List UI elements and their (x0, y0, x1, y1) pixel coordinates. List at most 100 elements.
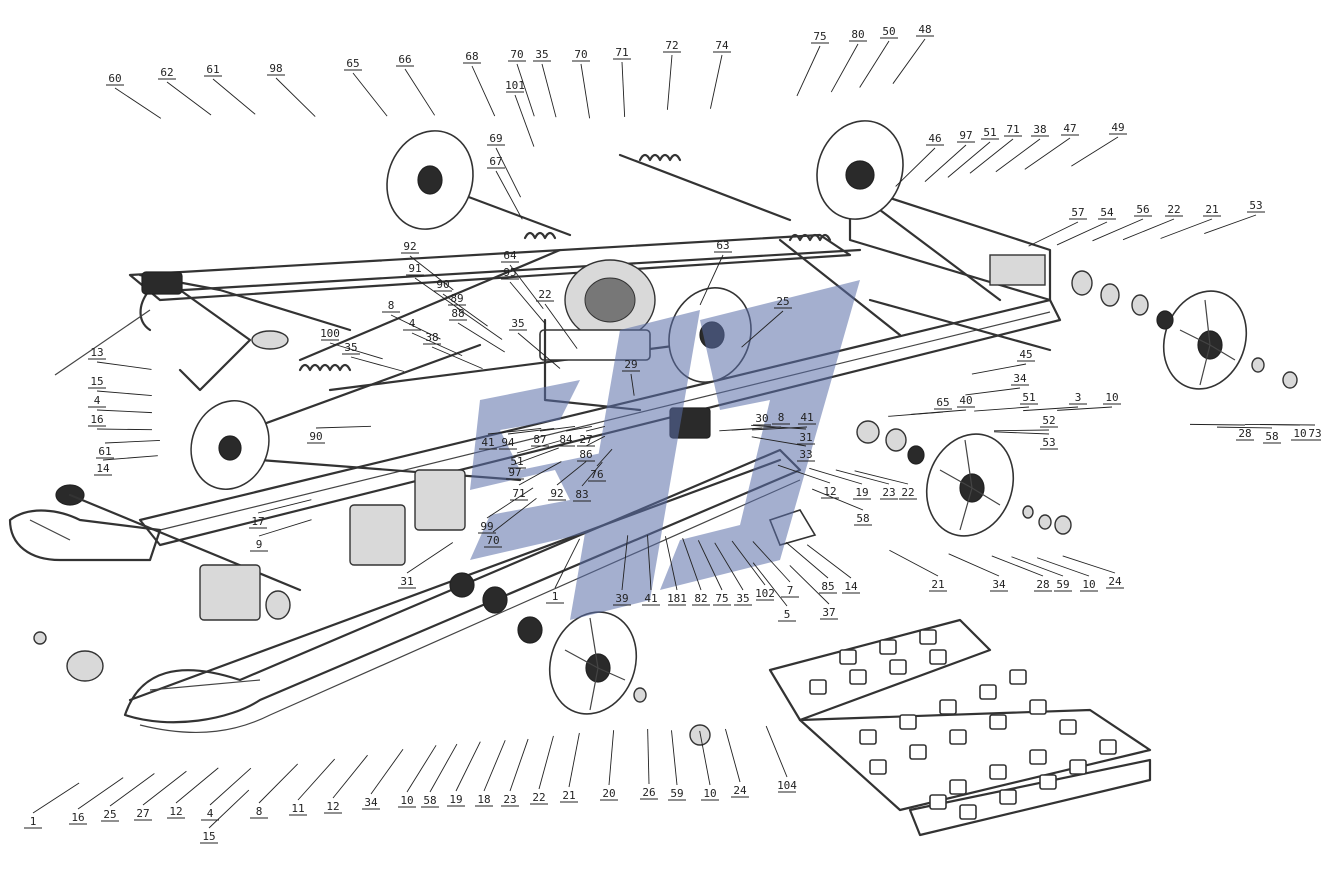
callout-number: 23 (503, 793, 516, 806)
callout-number: 1 (30, 815, 37, 828)
callout-number: 14 (96, 462, 110, 475)
track-lug (859, 729, 877, 745)
callout-number: 97 (508, 466, 521, 479)
track-lug (919, 629, 937, 645)
callout-leader-line (751, 424, 807, 430)
callout-leader-line (785, 542, 829, 579)
track-lug (899, 714, 917, 730)
callout-leader-line (406, 745, 437, 793)
callout-number: 84 (559, 433, 573, 446)
callout-leader-line (104, 439, 160, 444)
callout-number: 16 (71, 811, 84, 824)
callout-number: 50 (882, 25, 895, 38)
callout-leader-line (175, 767, 219, 804)
callout-number: 15 (90, 375, 103, 388)
callout-leader-line (455, 741, 481, 792)
callout-number: 19 (449, 793, 462, 806)
callout-leader-line (332, 754, 368, 799)
callout-leader-line (699, 730, 711, 786)
callout-number: 57 (1071, 206, 1084, 219)
callout-leader-line (315, 425, 371, 429)
callout-leader-line (731, 426, 782, 431)
callout-number: 5 (784, 608, 791, 621)
track-belt (768, 618, 1152, 837)
callout-leader-line (495, 147, 521, 198)
callout-leader-line (429, 743, 458, 793)
track-lug (909, 744, 927, 760)
callout-number: 38 (425, 331, 438, 344)
callout-number: 53 (1249, 199, 1262, 212)
callout-leader-line (731, 540, 766, 586)
callout-number: 22 (532, 791, 545, 804)
callout-leader-line (859, 40, 890, 88)
callout-number: 7 (787, 584, 794, 597)
callout-number: 94 (501, 436, 515, 449)
callout-leader-line (811, 488, 864, 511)
callout-number: 100 (320, 327, 340, 340)
callout-leader-line (892, 38, 926, 84)
callout-number: 27 (136, 807, 149, 820)
track-lug (889, 659, 907, 675)
callout-leader-line (352, 72, 388, 117)
callout-number: 39 (615, 592, 628, 605)
callout-number: 62 (160, 66, 173, 79)
callout-number: 4 (94, 394, 101, 407)
callout-number: 92 (550, 487, 563, 500)
callout-leader-line (647, 535, 652, 591)
callout-leader-line (544, 303, 578, 349)
callout-leader-line (258, 519, 312, 537)
callout-leader-line (565, 426, 592, 432)
callout-leader-line (142, 770, 187, 806)
callout-leader-line (471, 65, 496, 117)
callout-leader-line (1071, 136, 1119, 167)
callout-number: 22 (1167, 203, 1180, 216)
callout-leader-line (1023, 406, 1079, 412)
callout-number: 47 (1063, 122, 1076, 135)
callout-leader-line (1160, 218, 1213, 239)
callout-number: 21 (931, 578, 944, 591)
callout-leader-line (724, 728, 741, 783)
callout-leader-line (487, 427, 542, 435)
callout-leader-line (971, 363, 1027, 375)
callout-leader-line (257, 499, 312, 514)
callout-number: 21 (562, 789, 575, 802)
callout-leader-line (585, 426, 606, 432)
callout-number: 41 (481, 436, 494, 449)
callout-leader-line (777, 464, 831, 484)
callout-number: 25 (776, 295, 789, 308)
callout-number: 63 (716, 239, 729, 252)
callout-number: 24 (733, 784, 747, 797)
callout-number: 83 (575, 488, 588, 501)
callout-number: 54 (1100, 206, 1114, 219)
callout-leader-line (924, 144, 967, 182)
callout-leader-line (212, 78, 256, 115)
callout-leader-line (409, 255, 454, 291)
callout-number: 10 (703, 787, 716, 800)
track-lug (1029, 749, 1047, 765)
callout-number: 98 (269, 62, 282, 75)
callout-leader-line (621, 61, 626, 117)
callout-number: 23 (882, 486, 895, 499)
callout-leader-line (854, 470, 909, 485)
callout-leader-line (516, 63, 535, 117)
callout-leader-line (209, 767, 252, 806)
callout-number: 28 (1238, 427, 1251, 440)
callout-number: 9 (256, 538, 263, 551)
spoked-wheel-right (1162, 290, 1248, 390)
callout-number: 24 (1108, 575, 1122, 588)
callout-leader-line (568, 732, 580, 788)
callout-leader-line (1216, 426, 1273, 429)
callout-number: 12 (169, 805, 182, 818)
callout-leader-line (77, 777, 124, 810)
callout-leader-line (751, 436, 807, 447)
callout-leader-line (456, 307, 503, 340)
callout-number: 37 (822, 606, 835, 619)
callout-number: 72 (665, 39, 678, 52)
track-lug (999, 789, 1017, 805)
track-lug (1039, 774, 1057, 790)
callout-leader-line (102, 455, 158, 461)
callout-leader-line (507, 427, 555, 435)
callout-leader-line (948, 553, 1000, 577)
